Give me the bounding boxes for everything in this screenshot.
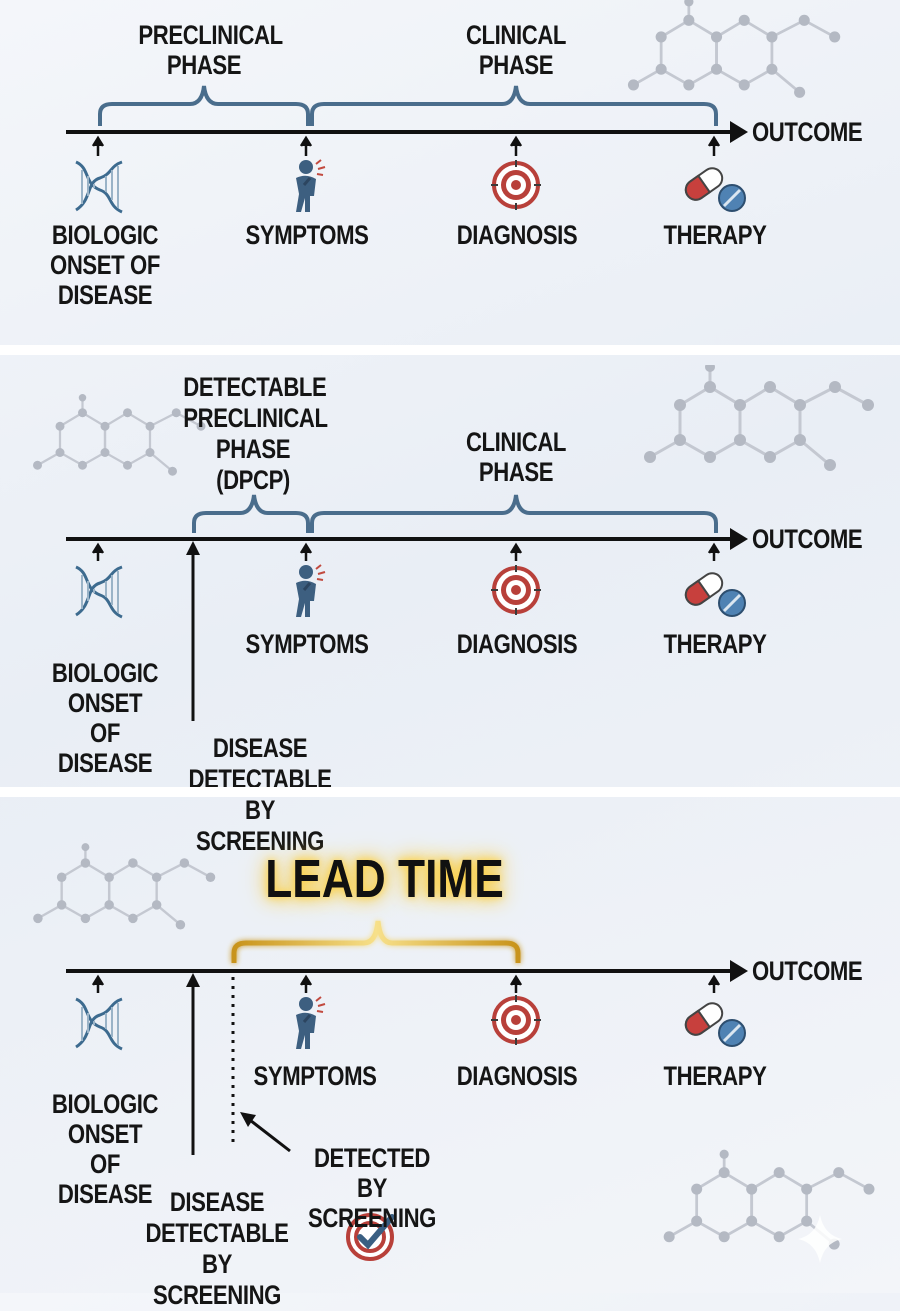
panel-dpcp: DETECTABLE PRECLINICAL PHASE (DPCP) CLIN… — [0, 355, 900, 856]
symptoms-label: SYMPTOMS — [253, 1061, 377, 1091]
diagnosis-label: DIAGNOSIS — [456, 220, 578, 250]
timeline-arrowhead — [730, 528, 748, 550]
dpcp-brace — [192, 494, 310, 533]
pill-icon — [682, 162, 747, 213]
clinical-brace — [310, 85, 718, 126]
target-icon — [491, 995, 541, 1045]
detected-pointer-arrow — [245, 1115, 291, 1153]
target-icon — [491, 160, 541, 210]
panel-separator — [0, 787, 900, 797]
outcome-label: OUTCOME — [752, 524, 863, 554]
target-icon — [491, 565, 541, 615]
molecule-icon — [642, 365, 876, 473]
outcome-label: OUTCOME — [752, 117, 863, 147]
lead-time-brace — [231, 920, 521, 963]
molecule-icon — [626, 0, 842, 100]
diagnosis-label: DIAGNOSIS — [456, 1061, 578, 1091]
onset-label: BIOLOGIC ONSET OF DISEASE — [51, 1089, 159, 1209]
therapy-label: THERAPY — [663, 1061, 767, 1091]
pill-icon — [682, 567, 747, 618]
timeline-arrowhead — [730, 121, 748, 143]
clinical-phase-label: CLINICAL PHASE — [465, 427, 567, 487]
timeline-arrowhead — [730, 960, 748, 982]
pill-icon — [682, 997, 747, 1048]
detectable-label: DISEASE DETECTABLE BY SCREENING — [145, 1187, 289, 1310]
timeline-ticks — [91, 542, 721, 561]
onset-label: BIOLOGIC ONSET OF DISEASE — [51, 658, 159, 778]
onset-label: BIOLOGIC ONSET OF DISEASE — [50, 220, 160, 310]
preclinical-phase-label: PRECLINICAL PHASE — [138, 20, 283, 80]
person-pain-icon — [294, 563, 327, 619]
molecule-icon — [661, 1147, 877, 1252]
molecule-icon — [31, 392, 208, 478]
panel2-canvas — [31, 365, 876, 721]
panel-separator — [0, 345, 900, 355]
dna-icon — [74, 160, 124, 214]
panel1-canvas — [66, 0, 842, 214]
therapy-label: THERAPY — [663, 220, 767, 250]
therapy-label: THERAPY — [663, 629, 767, 659]
panel-lead-time: LEAD TIME OUTCOME SYMPTOMS DIAGNOSIS THE… — [0, 797, 900, 1310]
dpcp-label: DETECTABLE PRECLINICAL PHASE (DPCP) — [183, 372, 328, 495]
clinical-brace — [310, 494, 718, 533]
outcome-label: OUTCOME — [752, 956, 863, 986]
lead-time-label: LEAD TIME — [265, 849, 504, 909]
person-pain-icon — [294, 995, 327, 1051]
panel-natural-history: PRECLINICAL PHASE CLINICAL PHASE OUTCOME… — [0, 0, 900, 345]
clinical-phase-label: CLINICAL PHASE — [465, 20, 567, 80]
dna-icon — [74, 997, 124, 1051]
diagnosis-label: DIAGNOSIS — [456, 629, 578, 659]
timeline-ticks — [91, 974, 721, 993]
symptoms-label: SYMPTOMS — [245, 220, 369, 250]
timeline-ticks — [91, 135, 721, 156]
panel3-canvas — [31, 841, 877, 1263]
sparkle-icon — [798, 1215, 842, 1263]
detected-by-screening-label: DETECTED BY SCREENING — [308, 1143, 436, 1233]
molecule-icon — [31, 841, 218, 932]
person-pain-icon — [294, 158, 327, 214]
dna-icon — [74, 565, 124, 619]
symptoms-label: SYMPTOMS — [245, 629, 369, 659]
preclinical-brace — [98, 85, 310, 126]
